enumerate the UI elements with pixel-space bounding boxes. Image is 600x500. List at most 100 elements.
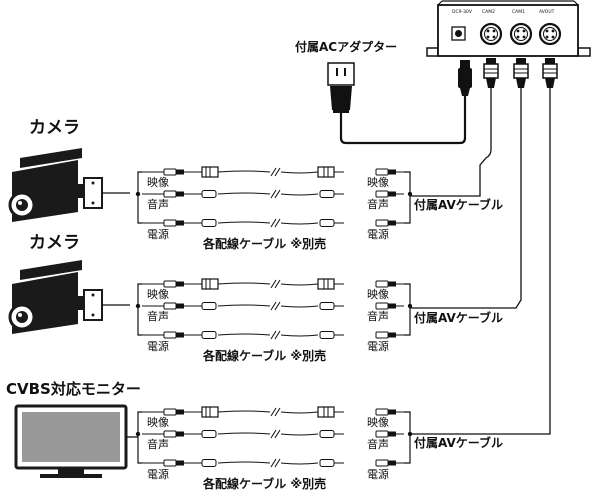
junction-dot-icon bbox=[135, 431, 141, 437]
cable-break-icon bbox=[274, 301, 281, 311]
cable-line bbox=[280, 462, 319, 465]
av-cable-label: 付属AVケーブル bbox=[414, 436, 504, 450]
signal-audio-label: 音声 bbox=[367, 198, 389, 211]
cable-break-icon bbox=[274, 407, 281, 417]
connector-icon bbox=[163, 219, 177, 227]
cable-break-icon bbox=[270, 301, 277, 311]
harness-bracket bbox=[404, 283, 411, 336]
signal-power-label: 電源 bbox=[147, 468, 169, 481]
connector-icon bbox=[163, 331, 177, 339]
port-label-dc: DC9-30V bbox=[452, 10, 472, 15]
cable-line bbox=[217, 461, 271, 464]
avout-port-icon bbox=[538, 22, 562, 46]
connector-icon bbox=[176, 431, 184, 437]
signal-video-label: 映像 bbox=[367, 288, 389, 301]
connector-icon bbox=[163, 280, 177, 288]
connector-icon bbox=[375, 430, 389, 438]
connector-icon bbox=[176, 409, 184, 415]
signal-power-label: 電源 bbox=[367, 340, 389, 353]
signal-video-label: 映像 bbox=[147, 416, 169, 429]
harness-bracket bbox=[137, 283, 142, 336]
harness-bracket bbox=[404, 411, 411, 464]
wiring-cable-label: 各配線ケーブル ※別売 bbox=[203, 349, 327, 363]
signal-power-label: 電源 bbox=[367, 468, 389, 481]
connector-icon bbox=[375, 302, 389, 310]
connector-icon bbox=[375, 190, 389, 198]
signal-video-label: 映像 bbox=[367, 176, 389, 189]
cable-break-icon bbox=[274, 167, 281, 177]
signal-video-label: 映像 bbox=[367, 416, 389, 429]
junction-dot-icon bbox=[407, 303, 413, 309]
connector-icon bbox=[375, 408, 389, 416]
cable-break-icon bbox=[274, 458, 281, 468]
cable-line bbox=[217, 304, 271, 307]
signal-power-label: 電源 bbox=[147, 228, 169, 241]
dc-plug-icon bbox=[458, 60, 472, 96]
camera-icon bbox=[8, 148, 130, 222]
wiring-cable-label: 各配線ケーブル ※別売 bbox=[203, 477, 327, 491]
connector-icon bbox=[176, 281, 184, 287]
cam1-port-icon bbox=[509, 22, 533, 46]
din-plug-icon bbox=[483, 58, 499, 88]
rca-connector-icon bbox=[201, 190, 217, 198]
connector-icon bbox=[375, 219, 389, 227]
rca-connector-icon bbox=[201, 430, 217, 438]
connector-icon bbox=[375, 331, 389, 339]
av-cable-label: 付属AVケーブル bbox=[414, 311, 504, 325]
av-cable-cam1 bbox=[410, 88, 522, 309]
connector-icon bbox=[163, 190, 177, 198]
connector-icon bbox=[388, 281, 396, 287]
rca-connector-icon bbox=[319, 190, 335, 198]
cable-line bbox=[217, 432, 271, 435]
connector-icon bbox=[176, 332, 184, 338]
wiring-cable-label: 各配線ケーブル ※別売 bbox=[203, 237, 327, 251]
connector-icon bbox=[163, 430, 177, 438]
cable-line bbox=[217, 333, 271, 336]
cable-line bbox=[217, 410, 271, 413]
cable-break-icon bbox=[274, 330, 281, 340]
cable-break-icon bbox=[270, 189, 277, 199]
port-label-cam2: CAM2 bbox=[482, 10, 495, 15]
cable-line bbox=[217, 192, 271, 195]
cable-line bbox=[280, 193, 319, 196]
rca-connector-icon bbox=[319, 430, 335, 438]
cable-break-icon bbox=[270, 167, 277, 177]
connector-icon bbox=[388, 460, 396, 466]
monitor-icon bbox=[14, 404, 138, 478]
din-plug-icon bbox=[513, 58, 529, 88]
cable-line bbox=[280, 283, 319, 286]
connector-icon bbox=[388, 191, 396, 197]
signal-audio-label: 音声 bbox=[367, 438, 389, 451]
rca-connector-icon bbox=[201, 459, 217, 467]
cable-line bbox=[217, 221, 271, 224]
cable-line bbox=[217, 282, 271, 285]
junction-dot-icon bbox=[407, 191, 413, 197]
cable-line bbox=[280, 433, 319, 436]
cam2-port-icon bbox=[479, 22, 503, 46]
signal-power-label: 電源 bbox=[367, 228, 389, 241]
dc-jack-pin-icon bbox=[455, 30, 462, 37]
rca-connector-icon bbox=[319, 302, 335, 310]
connector-icon bbox=[176, 169, 184, 175]
rca-connector-icon bbox=[201, 331, 217, 339]
bnc-connector-icon bbox=[317, 406, 335, 418]
cable-break-icon bbox=[270, 330, 277, 340]
connector-icon bbox=[163, 459, 177, 467]
connector-icon bbox=[176, 460, 184, 466]
camera2-label: カメラ bbox=[29, 233, 80, 253]
cable-break-icon bbox=[274, 279, 281, 289]
signal-audio-label: 音声 bbox=[147, 198, 169, 211]
connector-icon bbox=[375, 459, 389, 467]
connector-icon bbox=[163, 302, 177, 310]
din-plug-icon bbox=[542, 58, 558, 88]
cable-break-icon bbox=[270, 407, 277, 417]
connector-icon bbox=[388, 409, 396, 415]
cable-line bbox=[280, 305, 319, 308]
connector-icon bbox=[388, 169, 396, 175]
connector-icon bbox=[388, 303, 396, 309]
bnc-connector-icon bbox=[317, 166, 335, 178]
cable-line bbox=[217, 170, 271, 173]
cable-line bbox=[280, 411, 319, 414]
rca-connector-icon bbox=[201, 302, 217, 310]
